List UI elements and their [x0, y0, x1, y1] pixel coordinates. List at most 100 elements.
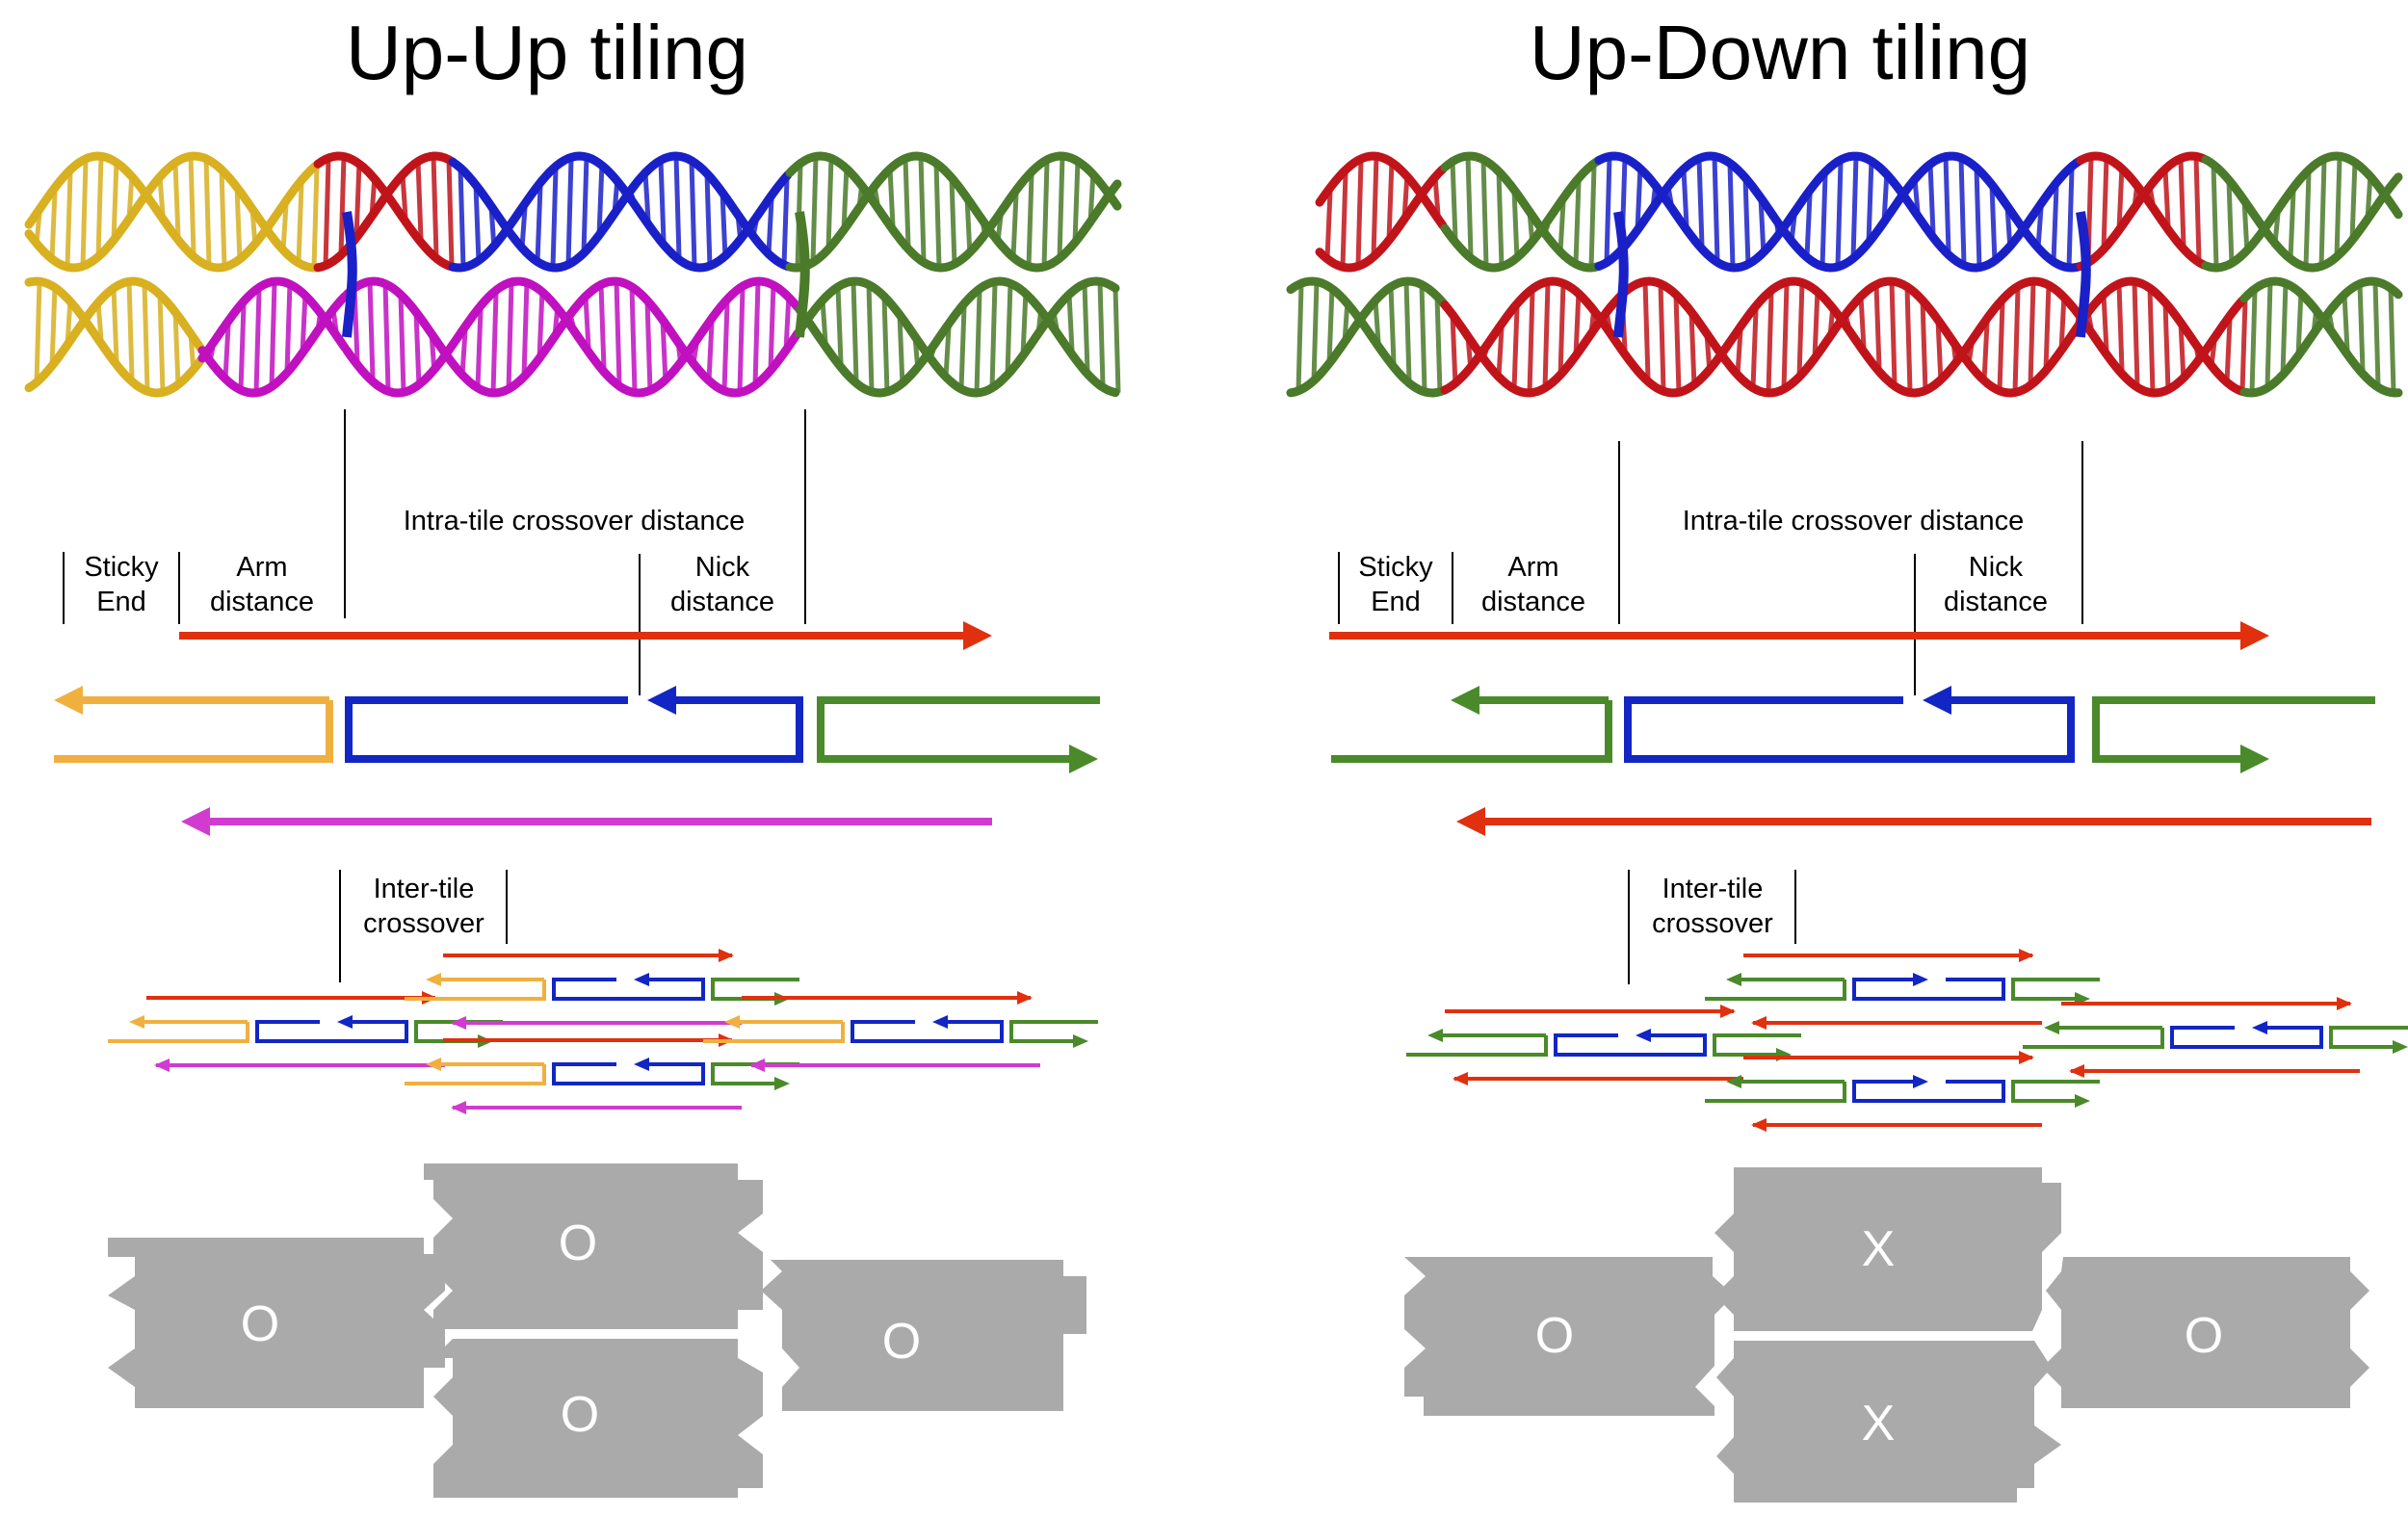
- arrowhead-icon: [426, 973, 441, 986]
- mini-strand: [108, 1020, 249, 1043]
- base-pair: [1665, 186, 1674, 204]
- base-pair: [311, 167, 320, 269]
- tile-mark: O: [2185, 1308, 2223, 1364]
- base-pair: [280, 204, 289, 250]
- helix-backbone: [1440, 155, 1604, 273]
- base-pair: [2326, 311, 2335, 329]
- base-pair: [1417, 191, 1426, 198]
- base-pair: [1386, 160, 1395, 241]
- base-pair: [1005, 282, 1013, 376]
- base-pair: [1296, 284, 1304, 391]
- helix-backbone: [2201, 151, 2403, 273]
- mini-strand: [2011, 1080, 2100, 1103]
- blue-strand: [345, 696, 803, 763]
- base-pair: [1604, 157, 1612, 263]
- base-pair: [2162, 302, 2171, 391]
- base-pair: [735, 214, 744, 244]
- base-pair: [851, 280, 859, 381]
- crossover: [1613, 211, 1629, 338]
- arm-distance-label: distance: [1481, 587, 1585, 617]
- arrowhead-icon: [1456, 807, 1485, 836]
- base-pair: [1511, 306, 1520, 390]
- base-pair: [505, 225, 511, 232]
- tile: [1404, 1257, 1734, 1416]
- base-pair: [188, 156, 196, 254]
- base-pair: [1340, 172, 1348, 268]
- base-pair: [1935, 319, 1944, 383]
- base-pair: [2334, 155, 2343, 257]
- base-pair: [475, 309, 484, 388]
- base-pair: [1658, 283, 1666, 390]
- base-pair: [2147, 186, 2156, 204]
- base-pair: [1324, 191, 1333, 259]
- mini-strand: [1852, 1080, 2005, 1103]
- base-pair: [2288, 191, 2296, 259]
- arrowhead-icon: [154, 1059, 170, 1072]
- base-pair: [1020, 291, 1029, 356]
- base-pair: [673, 155, 682, 258]
- arrowhead-icon: [2240, 745, 2269, 773]
- strand-schematic: [1329, 621, 2375, 836]
- base-pair: [2272, 213, 2281, 244]
- base-pair: [1742, 177, 1751, 266]
- tile: [761, 1260, 1086, 1411]
- base-pair: [1843, 313, 1851, 327]
- base-pair: [912, 336, 921, 371]
- base-pair: [810, 156, 819, 263]
- base-pair: [172, 311, 181, 387]
- base-pair: [2342, 294, 2350, 351]
- mini-strand: [1406, 1033, 1548, 1057]
- base-pair: [1873, 284, 1882, 369]
- base-pair: [598, 284, 607, 369]
- arrowhead-icon: [451, 1101, 466, 1114]
- base-pair: [2004, 205, 2013, 249]
- base-pair: [172, 162, 181, 237]
- base-pair: [1010, 194, 1019, 258]
- base-pair: [1450, 161, 1458, 239]
- base-pair: [612, 177, 620, 214]
- tile-mark: O: [882, 1314, 921, 1370]
- base-pair: [65, 172, 73, 268]
- green-strand: [817, 696, 1100, 763]
- base-pair: [95, 155, 104, 257]
- mini-strand: [552, 1062, 705, 1085]
- base-pair: [2239, 300, 2248, 392]
- arrowhead-icon: [932, 1015, 948, 1029]
- base-pair: [752, 281, 761, 386]
- arrowhead-icon: [1073, 1034, 1088, 1048]
- mini-strand: [851, 1020, 1004, 1043]
- base-pair: [835, 286, 844, 364]
- tile: [433, 1339, 763, 1498]
- arrowhead-icon: [634, 973, 649, 986]
- base-pair: [2132, 281, 2140, 386]
- base-pair: [284, 282, 293, 373]
- arrowhead-icon: [1751, 1016, 1767, 1030]
- base-pair: [2365, 172, 2373, 220]
- crossover: [342, 211, 357, 338]
- yellow-strand: [54, 696, 333, 763]
- base-pair: [429, 333, 437, 374]
- base-pair: [1588, 306, 1597, 334]
- tile-mark: O: [1535, 1308, 1574, 1364]
- tile: [1716, 1341, 2061, 1503]
- strand-schematic: [54, 621, 1100, 836]
- helix-backbone: [1440, 151, 1604, 273]
- base-pair: [866, 284, 875, 391]
- inter-tile-label: crossover: [363, 908, 484, 939]
- base-pair: [1066, 294, 1075, 351]
- base-pair: [111, 160, 119, 241]
- nick-distance-label: distance: [670, 587, 774, 617]
- base-pair: [2116, 283, 2125, 371]
- base-pair: [2257, 222, 2265, 236]
- base-pair: [2193, 156, 2202, 261]
- base-pair: [675, 341, 684, 367]
- inter-tile-label: Inter-tile: [1662, 874, 1764, 904]
- base-pair: [1858, 296, 1867, 348]
- base-pair: [691, 344, 699, 364]
- base-pair: [330, 308, 339, 331]
- base-pair: [642, 172, 651, 221]
- base-pair: [1527, 211, 1535, 246]
- base-pair: [565, 158, 574, 265]
- base-pair: [737, 288, 746, 393]
